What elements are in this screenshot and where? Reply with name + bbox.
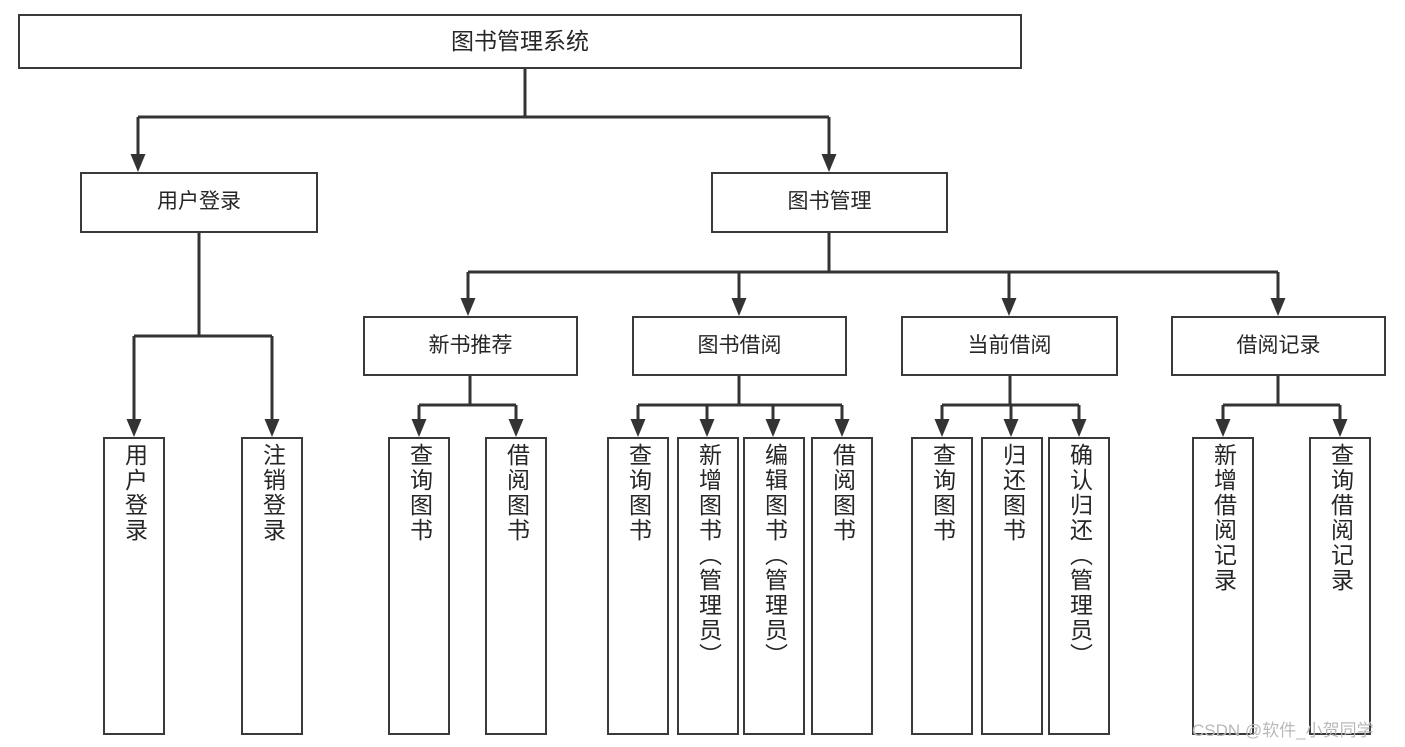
arrow-to-leaf-logout-login-head bbox=[264, 419, 280, 437]
arrow-to-book-manage-head bbox=[821, 154, 837, 172]
arrow-to-current-borrow-head bbox=[1001, 298, 1017, 316]
node-label-leaf-query-book-1: 查询图书 bbox=[406, 443, 433, 543]
node-label-leaf-edit-book-admin: 编辑图书（管理员） bbox=[761, 443, 788, 668]
arrow-to-user-login-head bbox=[130, 154, 146, 172]
node-label-book-borrow: 图书借阅 bbox=[697, 333, 782, 357]
node-leaf-edit-book-admin[interactable]: 编辑图书（管理员） bbox=[743, 437, 805, 735]
node-leaf-add-book-admin[interactable]: 新增图书（管理员） bbox=[677, 437, 739, 735]
arrow-to-leaf-add-borrow-record-head bbox=[1215, 419, 1231, 437]
node-borrow-record[interactable]: 借阅记录 bbox=[1171, 316, 1386, 376]
node-user-login[interactable]: 用户登录 bbox=[80, 172, 318, 233]
arrow-to-leaf-query-book-2-head bbox=[630, 419, 646, 437]
connector-arrowheads bbox=[126, 154, 1348, 437]
node-leaf-add-borrow-record[interactable]: 新增借阅记录 bbox=[1192, 437, 1254, 735]
node-label-leaf-query-book-2: 查询图书 bbox=[625, 443, 652, 543]
node-current-borrow[interactable]: 当前借阅 bbox=[901, 316, 1118, 376]
node-label-leaf-query-book-3: 查询图书 bbox=[929, 443, 956, 543]
node-label-leaf-add-borrow-record: 新增借阅记录 bbox=[1210, 443, 1237, 593]
arrow-to-leaf-edit-book-admin-head bbox=[765, 419, 781, 437]
node-leaf-query-book-2[interactable]: 查询图书 bbox=[607, 437, 669, 735]
arrow-to-leaf-borrow-book-1-head bbox=[508, 419, 524, 437]
node-label-leaf-borrow-book-2: 借阅图书 bbox=[829, 443, 856, 543]
node-leaf-user-login[interactable]: 用户登录 bbox=[103, 437, 165, 735]
node-label-leaf-user-login: 用户登录 bbox=[121, 443, 148, 543]
node-leaf-logout-login[interactable]: 注销登录 bbox=[241, 437, 303, 735]
arrow-to-leaf-query-borrow-record-head bbox=[1332, 419, 1348, 437]
arrow-to-book-borrow-head bbox=[731, 298, 747, 316]
node-label-leaf-add-book-admin: 新增图书（管理员） bbox=[695, 443, 722, 668]
node-book-manage[interactable]: 图书管理 bbox=[711, 172, 948, 233]
node-label-current-borrow: 当前借阅 bbox=[967, 333, 1052, 357]
node-label-borrow-record: 借阅记录 bbox=[1236, 333, 1321, 357]
node-label-leaf-borrow-book-1: 借阅图书 bbox=[503, 443, 530, 543]
arrow-to-borrow-record-head bbox=[1270, 298, 1286, 316]
arrow-to-leaf-borrow-book-2-head bbox=[834, 419, 850, 437]
node-leaf-query-borrow-record[interactable]: 查询借阅记录 bbox=[1309, 437, 1371, 735]
node-label-leaf-return-book: 归还图书 bbox=[999, 443, 1026, 543]
node-leaf-query-book-3[interactable]: 查询图书 bbox=[911, 437, 973, 735]
node-book-borrow[interactable]: 图书借阅 bbox=[632, 316, 847, 376]
arrow-to-leaf-confirm-return-admin-head bbox=[1071, 419, 1087, 437]
node-label-book-manage: 图书管理 bbox=[787, 190, 872, 214]
node-label-leaf-logout-login: 注销登录 bbox=[259, 443, 286, 543]
node-leaf-confirm-return-admin[interactable]: 确认归还（管理员） bbox=[1048, 437, 1110, 735]
arrow-to-leaf-user-login-head bbox=[126, 419, 142, 437]
node-label-leaf-query-borrow-record: 查询借阅记录 bbox=[1327, 443, 1354, 593]
node-leaf-borrow-book-2[interactable]: 借阅图书 bbox=[811, 437, 873, 735]
node-label-new-book-recommend: 新书推荐 bbox=[428, 333, 513, 357]
node-label-leaf-confirm-return-admin: 确认归还（管理员） bbox=[1066, 443, 1093, 668]
node-label-root: 图书管理系统 bbox=[451, 27, 589, 54]
node-root[interactable]: 图书管理系统 bbox=[18, 14, 1022, 69]
node-leaf-return-book[interactable]: 归还图书 bbox=[981, 437, 1043, 735]
arrow-to-leaf-query-book-3-head bbox=[934, 419, 950, 437]
node-leaf-query-book-1[interactable]: 查询图书 bbox=[388, 437, 450, 735]
arrow-to-leaf-return-book-head bbox=[1003, 419, 1019, 437]
arrow-to-leaf-query-book-1-head bbox=[411, 419, 427, 437]
arrow-to-leaf-add-book-admin-head bbox=[699, 419, 715, 437]
arrow-to-new-book-recommend-head bbox=[460, 298, 476, 316]
node-leaf-borrow-book-1[interactable]: 借阅图书 bbox=[485, 437, 547, 735]
node-new-book-recommend[interactable]: 新书推荐 bbox=[363, 316, 578, 376]
node-label-user-login: 用户登录 bbox=[157, 190, 241, 214]
